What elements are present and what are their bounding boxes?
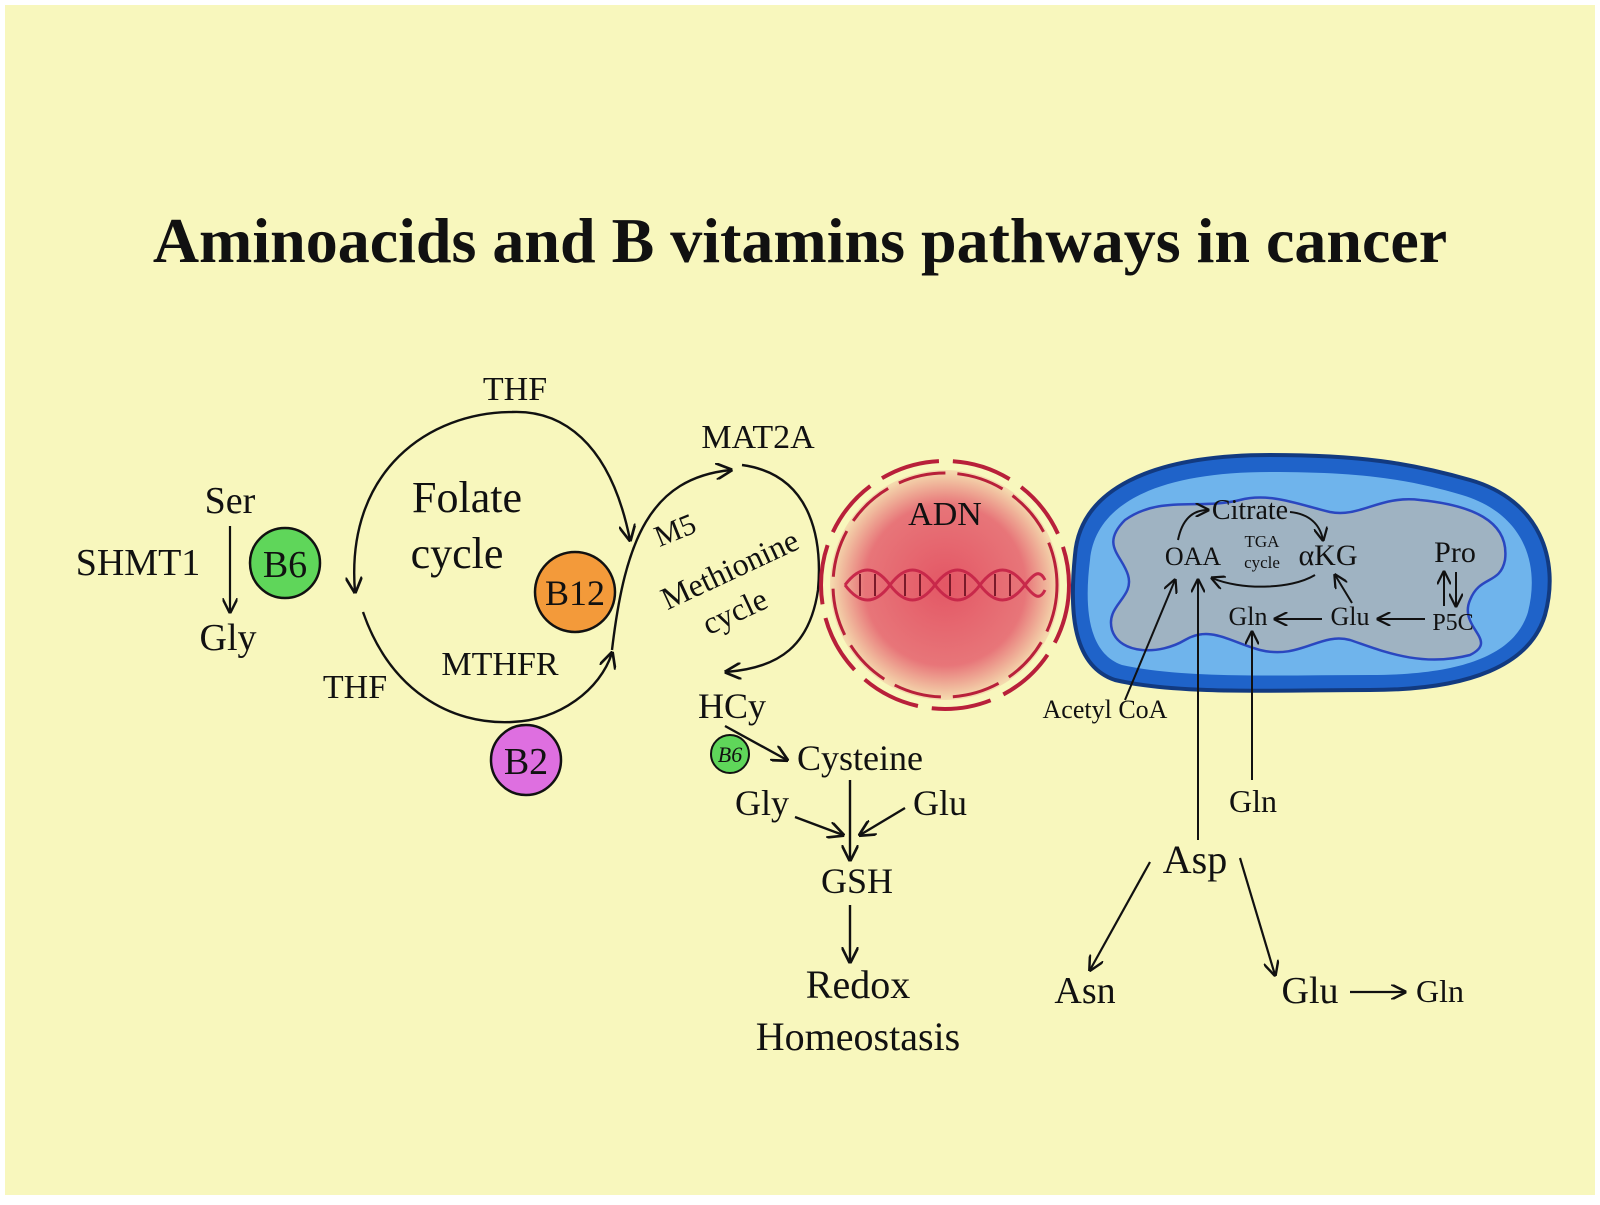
hcy-label: HCy bbox=[698, 686, 766, 726]
dna-helix-icon bbox=[843, 568, 1047, 602]
p5c-label: P5C bbox=[1432, 610, 1473, 636]
vitamin-b2-badge bbox=[489, 723, 563, 797]
redox-label-line2: Homeostasis bbox=[756, 1014, 960, 1059]
glu-to-akg-arrow bbox=[1335, 575, 1353, 604]
akg-to-oaa-arrow bbox=[1212, 574, 1316, 587]
folate-cycle-label-line2: cycle bbox=[411, 529, 504, 578]
folate-cycle-label-line1: Folate bbox=[412, 473, 522, 522]
vitamin-b12-badge bbox=[533, 550, 617, 634]
page-title: Aminoacids and B vitamins pathways in ca… bbox=[153, 205, 1447, 276]
acetyl-coa-label: Acetyl CoA bbox=[1043, 695, 1168, 724]
gln-outer-label: Gln bbox=[1229, 783, 1277, 819]
methionine-cycle-right-arrow bbox=[726, 463, 821, 672]
acetyl-coa-to-oaa-arrow bbox=[1124, 580, 1175, 701]
glu-bottom-label: Glu bbox=[1282, 970, 1339, 1012]
hcy-to-cysteine-arrow bbox=[724, 724, 787, 760]
glu-to-gsh-arrow bbox=[860, 806, 906, 835]
vitamin-b6-badge bbox=[248, 526, 322, 600]
vitamin-b2-label: B2 bbox=[504, 741, 548, 783]
nucleus-glow bbox=[830, 470, 1060, 700]
shmt1-label: SHMT1 bbox=[76, 542, 201, 584]
tga-label-line2: cycle bbox=[1244, 553, 1280, 572]
gly-left-label: Gly bbox=[200, 617, 257, 659]
thf-top-label: THF bbox=[483, 371, 547, 408]
mthfr-label: MTHFR bbox=[441, 646, 558, 683]
pro-label: Pro bbox=[1434, 536, 1476, 569]
asn-label: Asn bbox=[1054, 970, 1115, 1012]
glu-mid-label: Glu bbox=[913, 783, 967, 823]
folate-cycle-top-arrow bbox=[354, 410, 630, 592]
methionine-cycle-top-arrow bbox=[610, 470, 731, 651]
akg-label: αKG bbox=[1298, 539, 1357, 572]
vitamin-b6-small-label: B6 bbox=[718, 742, 742, 767]
glu-inner-label: Glu bbox=[1331, 602, 1370, 631]
gln-inner-label: Gln bbox=[1229, 602, 1268, 631]
mat2a-label: MAT2A bbox=[701, 419, 815, 456]
citrate-to-akg-arrow bbox=[1289, 511, 1323, 540]
thf-bottom-label: THF bbox=[323, 669, 387, 706]
cysteine-label: Cysteine bbox=[797, 738, 923, 778]
ser-label: Ser bbox=[205, 480, 256, 522]
gly-mid-label: Gly bbox=[735, 783, 789, 823]
vitamin-b12-label: B12 bbox=[545, 573, 605, 613]
tga-label-line1: TGA bbox=[1245, 532, 1281, 551]
nucleus: ADN bbox=[819, 459, 1071, 711]
redox-label-line1: Redox bbox=[806, 962, 910, 1007]
vitamin-b6-small-badge bbox=[710, 734, 750, 774]
gsh-label: GSH bbox=[821, 861, 893, 901]
vitamin-b6-label: B6 bbox=[263, 544, 307, 586]
gly-to-gsh-arrow bbox=[794, 815, 843, 835]
asp-to-asn-arrow bbox=[1090, 861, 1151, 970]
oaa-label: OAA bbox=[1165, 542, 1222, 571]
asp-label: Asp bbox=[1163, 837, 1227, 882]
adn-label: ADN bbox=[908, 496, 982, 533]
gln-bottom-label: Gln bbox=[1416, 973, 1464, 1009]
nucleus-outer-ring bbox=[819, 459, 1071, 711]
asp-to-glu-arrow bbox=[1238, 857, 1275, 975]
citrate-label: Citrate bbox=[1212, 495, 1288, 526]
nucleus-inner-ring bbox=[831, 471, 1059, 699]
oaa-to-citrate-arrow bbox=[1177, 510, 1208, 541]
folate-cycle-bottom-arrow bbox=[361, 611, 612, 724]
